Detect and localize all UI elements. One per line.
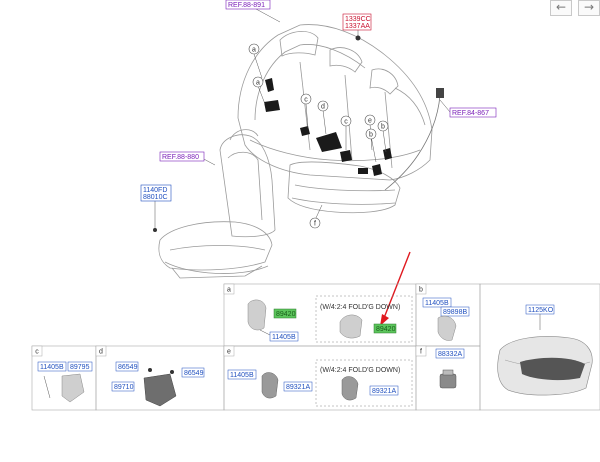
arrow-left-icon[interactable]: ← [550,0,572,16]
svg-text:89898B: 89898B [443,309,467,316]
svg-text:d: d [321,104,325,111]
bolt-part-numbers[interactable]: 1339CC 1337AA [342,13,372,31]
fold-note-a: (W/4:2:4 FOLD'G DOWN) [320,304,400,311]
svg-text:f: f [420,349,422,356]
rear-seat-cushion [287,161,401,214]
svg-text:86549: 86549 [118,364,138,371]
svg-text:11405B: 11405B [40,364,64,371]
callout-b2[interactable]: b [377,120,389,132]
seat-brackets [264,78,392,176]
svg-text:89710: 89710 [114,384,134,391]
belt-wire [384,94,441,191]
part-1125ko[interactable]: 1125KO [525,304,555,315]
svg-text:1337AA: 1337AA [345,23,370,30]
svg-text:b: b [369,132,373,139]
part-86549-d1[interactable]: 86549 [115,361,139,372]
svg-text:a: a [256,80,260,87]
part-89420-a[interactable]: 89420 [273,308,297,319]
part-11405b-e[interactable]: 11405B [227,369,257,380]
panel-d: 86549 86549 89710 [111,361,205,407]
wire-connector [436,88,444,98]
svg-text:89420: 89420 [276,311,296,318]
svg-text:d: d [99,349,103,356]
svg-text:REF.88-891: REF.88-891 [228,2,265,9]
svg-text:11405B: 11405B [230,372,254,379]
callout-e[interactable]: e [364,114,376,126]
callout-a[interactable]: a [248,43,260,55]
svg-text:REF.84-867: REF.84-867 [452,110,489,117]
svg-text:c: c [304,97,308,104]
svg-text:1125KO: 1125KO [528,307,554,314]
svg-text:1140FD: 1140FD [143,187,167,194]
svg-text:1339CC: 1339CC [345,16,371,23]
ref-top-left[interactable]: REF.88-891 [225,0,271,10]
svg-text:c: c [344,119,348,126]
bolt-icon [355,35,361,41]
panel-b: 11405B 89898B [422,297,470,341]
part-86549-d2[interactable]: 86549 [181,367,205,378]
panel-f: 88332A [435,348,465,389]
callout-c2[interactable]: c [340,115,352,127]
part-88332a-f[interactable]: 88332A [435,348,465,359]
rear-seat-back [237,24,433,181]
part-11405b-a[interactable]: 11405B [269,331,299,342]
svg-text:89321A: 89321A [372,388,396,395]
ref-right[interactable]: REF.84-867 [449,107,497,118]
panel-e: 11405B 89321A (W/4:2:4 FOLD'G DOWN) 8932… [227,367,400,401]
fold-note-e: (W/4:2:4 FOLD'G DOWN) [320,367,400,374]
svg-text:e: e [227,349,231,356]
svg-text:f: f [314,221,316,228]
svg-text:89795: 89795 [70,364,90,371]
svg-text:c: c [35,349,39,356]
part-11405b-b[interactable]: 11405B [422,297,452,308]
panel-c: 11405B 89795 [37,361,93,403]
callouts: a a c d c e b b f [248,43,389,229]
ref-left[interactable]: REF.88-880 [159,151,205,162]
svg-text:e: e [368,118,372,125]
red-arrow-icon [380,251,411,326]
part-89795-c[interactable]: 89795 [67,361,93,372]
svg-text:11405B: 11405B [425,300,449,307]
svg-text:89420: 89420 [376,326,396,333]
part-89898b-b[interactable]: 89898B [440,306,470,317]
part-89420-a2[interactable]: 89420 [373,323,397,334]
callout-a2[interactable]: a [252,76,264,88]
callout-d[interactable]: d [317,100,329,112]
dashed-subpanels [315,295,413,407]
svg-text:88332A: 88332A [438,351,462,358]
left-part-numbers[interactable]: 1140FD 88010C [140,184,172,202]
part-89321a-e2[interactable]: 89321A [369,385,399,396]
detail-panels [31,283,600,411]
svg-text:86549: 86549 [184,370,204,377]
part-89710-d[interactable]: 89710 [111,381,135,392]
panel-cushion: 1125KO [497,304,593,396]
panel-letters: a b c d e f [31,283,427,357]
svg-text:88010C: 88010C [143,194,168,201]
svg-text:11405B: 11405B [272,334,296,341]
callout-b[interactable]: b [365,128,377,140]
part-11405b-c[interactable]: 11405B [37,361,67,372]
callout-f[interactable]: f [309,217,321,229]
svg-text:b: b [381,124,385,131]
bolt-icon-left [153,228,157,232]
panel-a: 89420 11405B (W/4:2:4 FOLD'G DOWN) 89420 [247,299,400,342]
front-seat [158,129,276,279]
callout-c[interactable]: c [300,93,312,105]
svg-text:b: b [419,287,423,294]
leader-lines [154,8,451,228]
svg-text:a: a [227,287,231,294]
part-89321a-e[interactable]: 89321A [283,381,313,392]
svg-text:a: a [252,47,256,54]
svg-text:89321A: 89321A [286,384,310,391]
svg-text:REF.88-880: REF.88-880 [162,154,199,161]
